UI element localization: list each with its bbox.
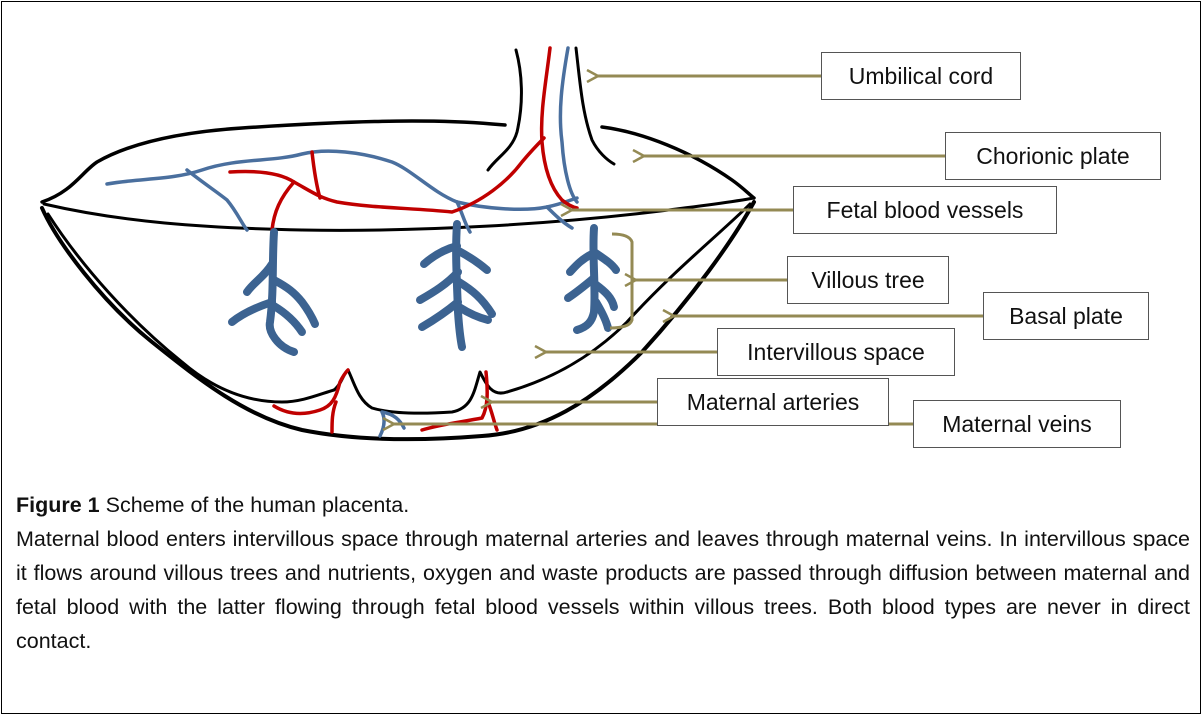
maternal-artery-left — [274, 370, 348, 413]
villous-tree-right — [568, 228, 616, 330]
chorionic-plate-outline — [42, 121, 754, 202]
villous-tree-middle — [420, 224, 492, 347]
label-maternal-arteries: Maternal arteries — [657, 378, 889, 426]
label-fetal-blood-vessels: Fetal blood vessels — [793, 186, 1057, 234]
umbilical-cord-outline — [488, 50, 521, 170]
umbilical-cord-outline-right — [576, 48, 614, 164]
chorionic-plate-base — [44, 198, 754, 230]
label-basal-plate: Basal plate — [983, 292, 1149, 340]
maternal-artery-left-trunk — [332, 402, 336, 432]
label-umbilical-cord: Umbilical cord — [821, 52, 1021, 100]
caption-description: Maternal blood enters intervillous space… — [16, 522, 1190, 658]
label-chorionic-plate: Chorionic plate — [945, 132, 1161, 180]
label-intervillous-space: Intervillous space — [717, 328, 955, 376]
label-maternal-veins: Maternal veins — [913, 400, 1121, 448]
villous-tree-left — [232, 232, 315, 352]
basal-plate-inner — [48, 204, 750, 413]
fetal-vein-branch-right — [547, 207, 572, 228]
fetal-artery-branch-a — [272, 182, 294, 230]
basal-plate-outer — [42, 202, 754, 439]
figure-label: Figure 1 — [16, 493, 100, 517]
fetal-arteries — [230, 48, 577, 230]
placenta-outline — [42, 48, 754, 439]
villous-tree-bracket — [610, 234, 632, 328]
fetal-vein-cord — [560, 48, 577, 202]
figure-caption: Figure 1 Scheme of the human placenta. M… — [16, 488, 1190, 658]
maternal-artery-right-trunk — [488, 402, 497, 430]
fetal-artery-network — [230, 138, 544, 212]
label-villous-tree: Villous tree — [787, 256, 949, 304]
villous-trees — [232, 224, 616, 352]
caption-title-line: Figure 1 Scheme of the human placenta. — [16, 488, 1190, 522]
caption-title: Scheme of the human placenta. — [106, 493, 410, 517]
fetal-vein-branch-left — [187, 170, 247, 230]
